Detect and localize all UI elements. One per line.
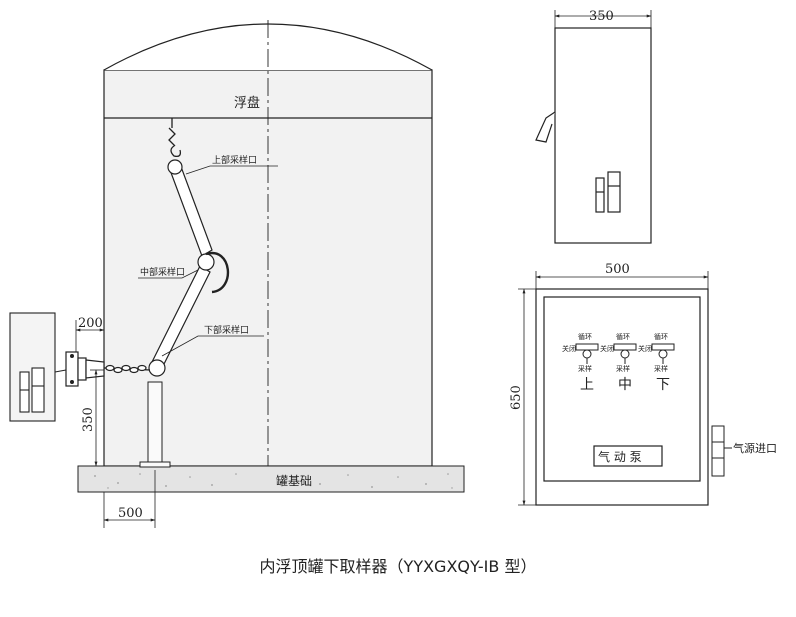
position-label-up: 上 — [580, 377, 594, 393]
sampling-arm — [148, 159, 229, 377]
middle-port-label: 中部采样口 — [140, 266, 185, 278]
dim-cabinet-front-height: 650 — [509, 385, 524, 410]
valve-down[interactable] — [651, 343, 675, 364]
pump-label-box — [593, 445, 663, 467]
dim-offset: 500 — [118, 506, 143, 521]
valve-down-side-label: 关闭 — [638, 344, 652, 353]
dim-cabinet-front-width: 500 — [605, 262, 630, 277]
outlet-chain — [103, 364, 151, 374]
outlet-flange — [65, 351, 105, 387]
cabinet-handle — [535, 111, 556, 143]
valve-mid-top-label: 循环 — [616, 332, 630, 341]
side-filter-units — [595, 171, 621, 213]
valve-up-top-label: 循环 — [578, 332, 592, 341]
upper-joint — [167, 159, 183, 175]
hook-chain — [168, 118, 182, 158]
cabinet-front-view — [518, 271, 709, 506]
air-inlet-filter — [711, 425, 732, 477]
lower-port-label: 下部采样口 — [204, 324, 249, 336]
position-label-mid: 中 — [618, 377, 632, 393]
valve-mid[interactable] — [613, 343, 637, 364]
cabinet-side-view — [535, 10, 652, 244]
drawing-caption: 内浮顶罐下取样器（YYXGXQY-IB 型） — [259, 557, 537, 576]
upper-port-label: 上部采样口 — [212, 154, 257, 166]
left-control-cabinet — [9, 312, 67, 422]
floating-roof-label: 浮盘 — [234, 95, 260, 111]
dim-flange-height: 200 — [78, 316, 103, 331]
dim-cabinet-side-width: 350 — [589, 9, 614, 24]
foundation-label: 罐基础 — [276, 474, 312, 488]
lower-joint — [148, 359, 166, 377]
support-post — [139, 381, 171, 468]
pump-label: 气 动 泵 — [598, 449, 642, 464]
valve-up-bottom-label: 采样 — [578, 364, 592, 373]
middle-joint — [197, 253, 215, 271]
dim-pipe-height: 350 — [81, 407, 96, 432]
valve-down-bottom-label: 采样 — [654, 364, 668, 373]
valve-up-side-label: 关闭 — [562, 344, 576, 353]
valve-mid-bottom-label: 采样 — [616, 364, 630, 373]
flex-hose-loop — [205, 251, 229, 294]
port-leaders — [138, 165, 278, 357]
position-label-down: 下 — [656, 377, 670, 393]
valve-mid-side-label: 关闭 — [600, 344, 614, 353]
air-inlet-label: 气源进口 — [733, 441, 777, 455]
valve-down-top-label: 循环 — [654, 332, 668, 341]
valve-up[interactable] — [575, 343, 599, 364]
tank-foundation — [77, 465, 465, 493]
tank-dimensions — [75, 320, 156, 528]
